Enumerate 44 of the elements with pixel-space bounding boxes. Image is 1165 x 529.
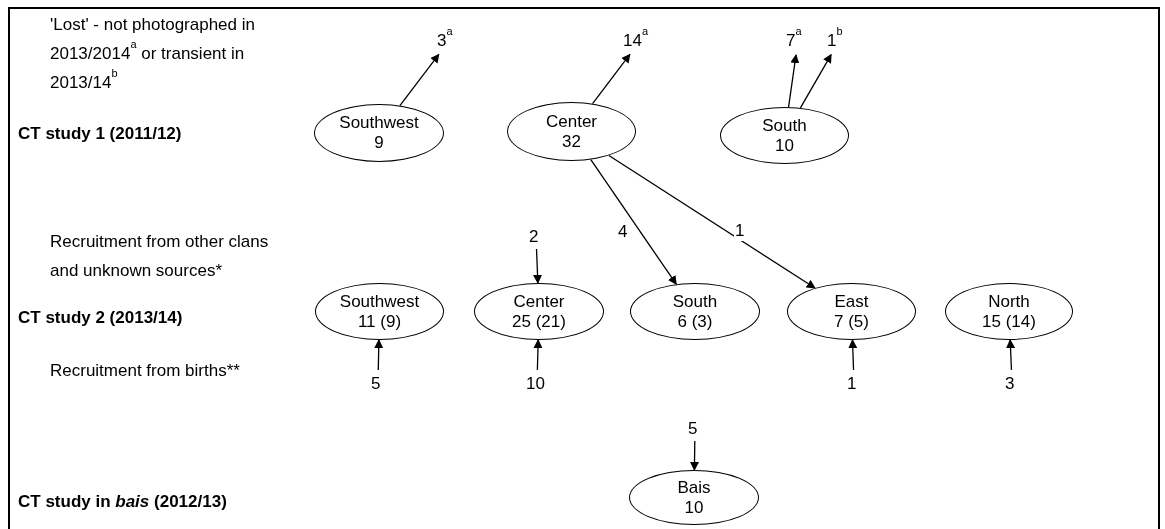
clan-name: Bais	[677, 477, 711, 498]
count-label: 5	[371, 373, 381, 395]
count-label: 9	[374, 133, 384, 153]
arrow	[1006, 339, 1016, 371]
count-label: 7 (5)	[834, 311, 869, 332]
clan-name: Southwest	[339, 113, 419, 133]
arrow	[590, 159, 677, 285]
count-label: 3$^{a}$	[437, 30, 453, 52]
arrow	[799, 53, 832, 109]
clan-name: Center	[513, 291, 565, 312]
count-label: 11 (9)	[357, 311, 402, 332]
clan-name: North	[988, 291, 1030, 312]
arrow	[787, 54, 800, 108]
count-label: 10	[526, 373, 545, 395]
clan-name: South	[762, 115, 807, 136]
count-label: 6 (3)	[677, 311, 713, 332]
count-label: 15 (14)	[982, 311, 1036, 332]
count-label: 32	[562, 131, 581, 152]
clan-name: East	[834, 291, 869, 312]
arrow	[533, 248, 543, 284]
count-label: 5	[688, 418, 698, 440]
row-label: CT study 2 (2013/14)	[18, 307, 184, 329]
count-label: 10	[775, 135, 794, 156]
count-label: 7$^{a}$	[786, 30, 802, 52]
arrow	[848, 339, 858, 371]
count-label: 2	[529, 226, 539, 248]
row-label: 'Lost' - not photographed in 2013/2014$^{a}$ or transient in 2013/14$^{b}$	[50, 14, 256, 94]
arrow	[533, 339, 543, 371]
row-label: CT study in bais (2012/13)	[18, 491, 228, 513]
clan-name: Southwest	[339, 291, 420, 312]
arrow	[608, 154, 816, 289]
count-label: 14$^{a}$	[623, 30, 649, 52]
count-label: 25 (21)	[512, 311, 566, 332]
count-label: 10	[684, 497, 704, 518]
edge-label: 1	[734, 221, 746, 241]
row-label: CT study 1 (2011/12)	[18, 123, 183, 145]
row-label: Recruitment from births**	[50, 360, 241, 382]
count-label: 3	[1005, 373, 1015, 395]
row-label: Recruitment from other clans and unknown sources*	[50, 231, 270, 282]
arrow	[374, 339, 384, 371]
arrow	[690, 440, 699, 471]
count-label: 1	[847, 373, 857, 395]
clan-name: Center	[546, 111, 597, 132]
clan-name: South	[672, 291, 718, 312]
